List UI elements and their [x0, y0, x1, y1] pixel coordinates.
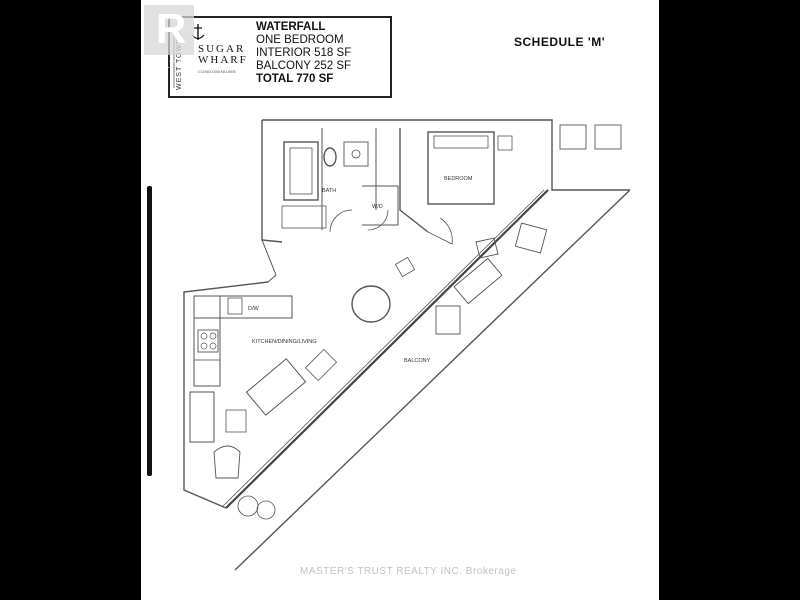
kitchen-sink — [227, 297, 243, 315]
schedule-label: SCHEDULE 'M' — [514, 35, 606, 49]
bathtub — [283, 141, 319, 201]
dishwasher-label: D/W — [248, 306, 260, 312]
bath-label: BATH — [322, 188, 336, 194]
realtor-watermark: REALTOR — [142, 60, 192, 71]
bed — [427, 131, 495, 205]
entry-wall — [261, 239, 277, 283]
total-area: TOTAL 770 SF — [256, 73, 334, 85]
burner — [209, 342, 217, 350]
balcony-label: BALCONY — [404, 358, 431, 364]
balcony-area: BALCONY 252 SF — [256, 60, 352, 72]
bath-sink — [351, 149, 361, 159]
interior-area: INTERIOR 518 SF — [256, 47, 352, 59]
suite-name: WATERFALL — [256, 21, 326, 33]
bed-pillows — [433, 135, 489, 149]
toilet — [323, 147, 337, 167]
suite-info-box — [168, 16, 392, 98]
burner — [200, 332, 208, 340]
closet-door-swing — [367, 209, 389, 231]
burner — [200, 342, 208, 350]
chair — [394, 256, 416, 278]
kitchen-label: KITCHEN/DINING/LIVING — [252, 339, 316, 345]
developer-label: CONDOMINIUMS — [198, 69, 237, 74]
nightstand — [497, 135, 513, 151]
realtor-logo-glyph: R — [156, 5, 187, 52]
balcony-edge — [234, 189, 631, 571]
bath-door-swing — [329, 209, 353, 233]
exterior-wall-top — [262, 119, 630, 191]
balcony-bench — [453, 257, 503, 305]
kitchen-counter — [193, 295, 293, 319]
balcony-planter — [559, 124, 587, 150]
floor-plan-sheet — [141, 0, 659, 600]
potted-plant-2 — [256, 500, 276, 520]
balcony-chair — [475, 237, 499, 259]
sofa — [245, 358, 307, 416]
potted-plant — [237, 495, 259, 517]
stove — [197, 329, 219, 353]
coffee-table — [225, 409, 247, 433]
burner — [209, 332, 217, 340]
suite-details: WATERFALL ONE BEDROOM INTERIOR 518 SF BA… — [256, 21, 351, 86]
laundry-closet — [362, 185, 399, 226]
brokerage-watermark: MASTER'S TRUST REALTY INC. Brokerage — [300, 566, 517, 577]
dining-table — [351, 285, 391, 323]
balcony-table — [435, 305, 461, 335]
armchair — [213, 445, 241, 479]
bathtub-inner — [289, 147, 313, 195]
window-wall-inner — [222, 189, 545, 507]
closet-rod — [281, 205, 327, 229]
fridge — [189, 391, 215, 443]
balcony-planter-2 — [594, 124, 622, 150]
window-wall — [225, 189, 549, 509]
bedroom-door-swing — [427, 217, 453, 245]
bath-vanity — [343, 141, 369, 167]
kitchen-wall — [183, 281, 269, 509]
counter-return — [193, 359, 221, 387]
laundry-label: W/D — [372, 204, 383, 210]
bedroom-label: BEDROOM — [444, 176, 473, 182]
bedroom-wall — [399, 128, 429, 233]
suite-type: ONE BEDROOM — [256, 34, 344, 46]
lounge-chair — [514, 222, 548, 254]
project-name: SUGAR WHARF — [198, 43, 248, 66]
exterior-wall — [261, 120, 283, 243]
realtor-logo — [144, 5, 194, 55]
scroll-indicator — [147, 186, 152, 476]
tv-unit — [304, 348, 338, 382]
